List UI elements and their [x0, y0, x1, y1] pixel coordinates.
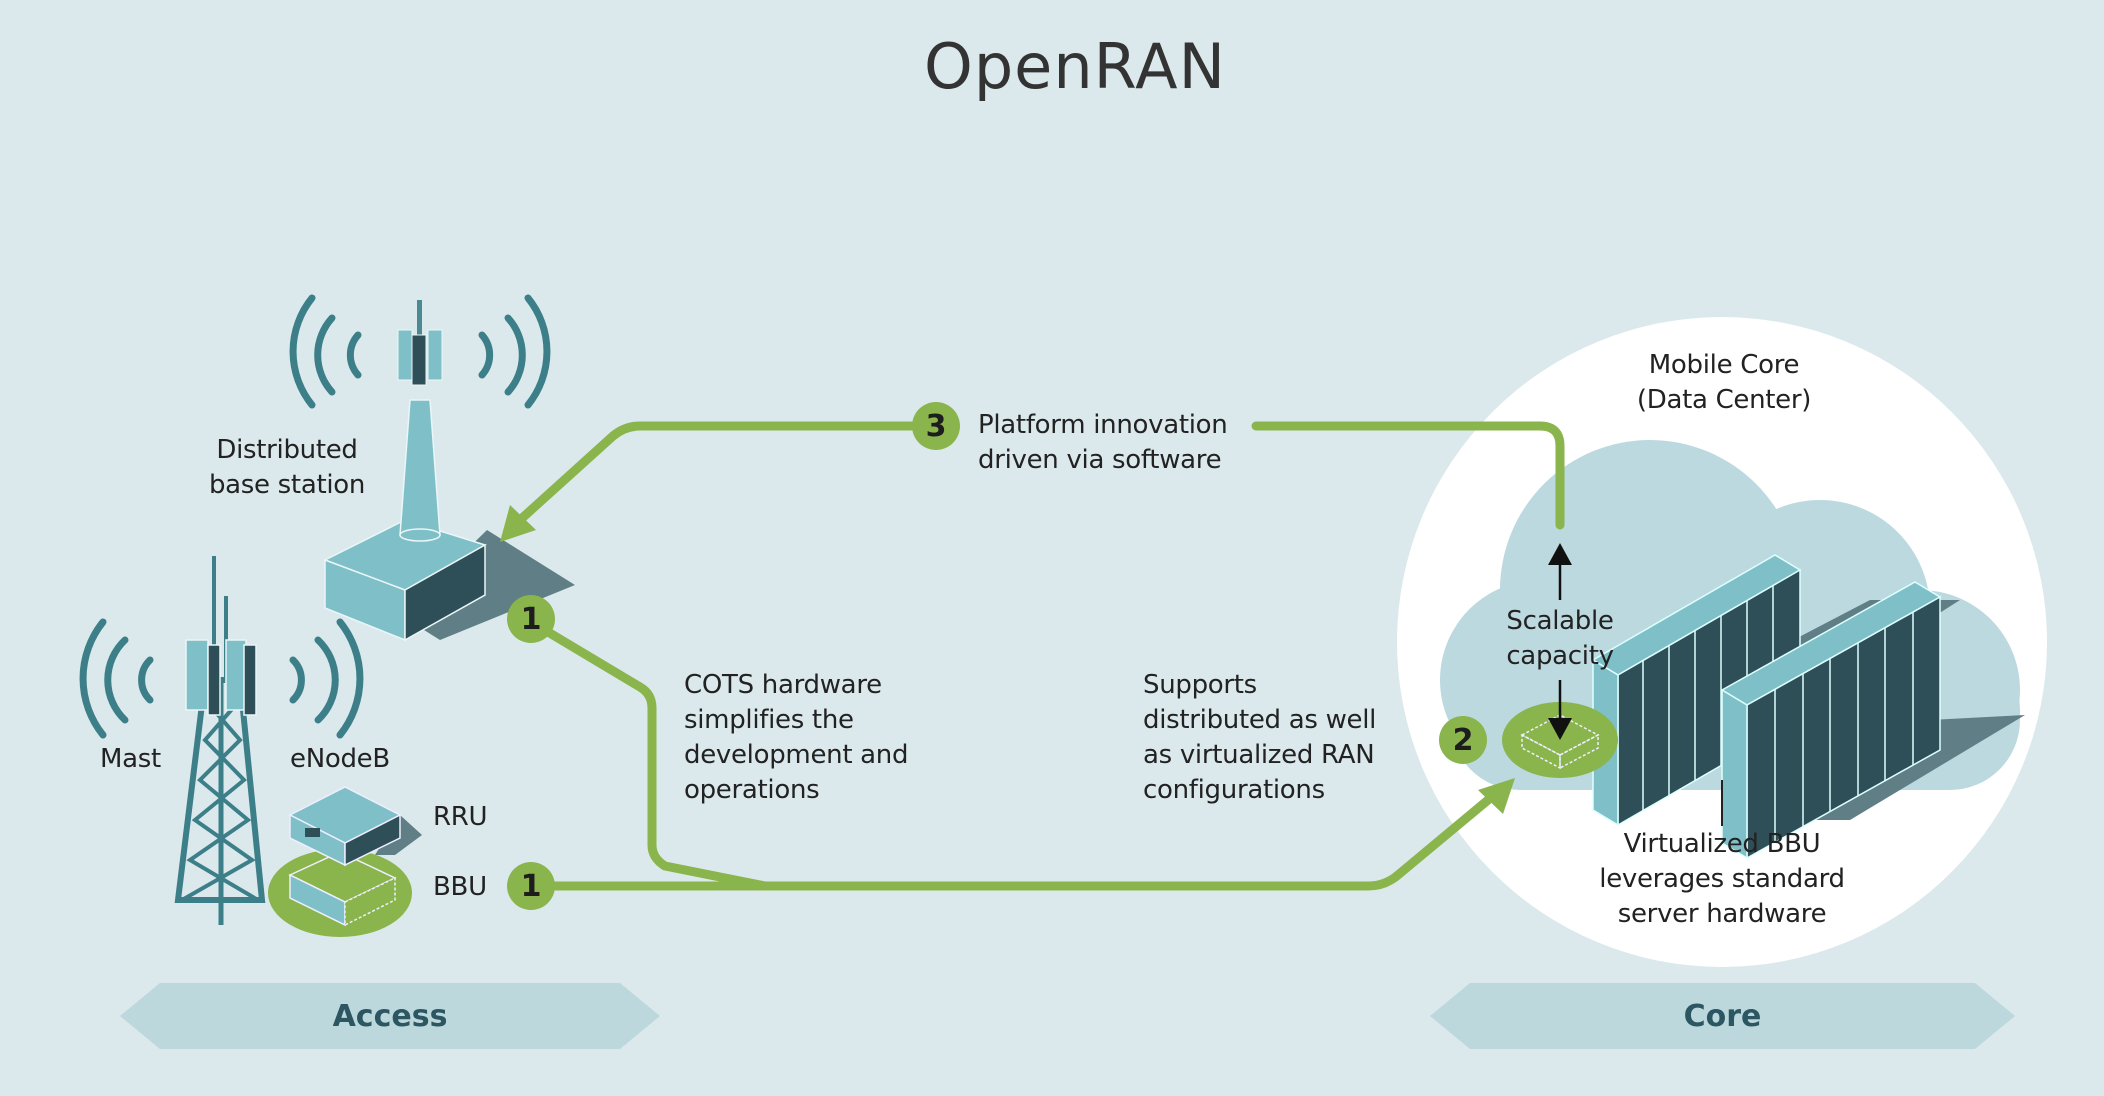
- scalable-capacity-arrows: [1548, 543, 1572, 740]
- banner-shape: [120, 983, 660, 1049]
- rru-unit-icon: [288, 786, 422, 867]
- text-line: development and: [684, 740, 909, 770]
- banner-shape: [1430, 983, 2015, 1049]
- step-badge-3: 3: [912, 402, 960, 450]
- access-banner: Access: [120, 983, 660, 1049]
- text-line: distributed as well: [1143, 705, 1377, 735]
- lattice-mast-icon: [174, 556, 266, 925]
- radio-waves-icon: [289, 294, 551, 409]
- label-line: Virtualized BBU: [1623, 829, 1821, 859]
- text-line: Platform innovation: [978, 410, 1228, 440]
- text-line: Supports: [1143, 670, 1257, 700]
- path-bbu: [550, 795, 1493, 891]
- label-line: (Data Center): [1636, 385, 1812, 415]
- mast-label: Mast: [100, 744, 161, 774]
- step-badge-2: 2: [1439, 716, 1487, 764]
- text-line: COTS hardware: [684, 670, 882, 700]
- label-line: capacity: [1506, 641, 1614, 671]
- scalable-capacity-label: Scalable capacity: [1506, 604, 1614, 674]
- virtualized-bbu-label: Virtualized BBU leverages standard serve…: [1599, 827, 1845, 932]
- text-line: driven via software: [978, 445, 1222, 475]
- rru-label: RRU: [433, 802, 488, 832]
- mobile-core-label: Mobile Core (Data Center): [1636, 348, 1812, 418]
- core-banner-label: Core: [1683, 998, 1762, 1034]
- radio-waves-icon: [79, 618, 364, 739]
- path-cots: [543, 627, 770, 891]
- server-rack-icon: [1720, 581, 1942, 860]
- label-line: base station: [208, 470, 366, 500]
- path-platform-right: [1251, 421, 1565, 530]
- arrowhead-bbu: [1478, 778, 1515, 814]
- cots-hardware-text: COTS hardware simplifies the development…: [684, 668, 909, 808]
- diagram-title: OpenRAN: [924, 30, 1226, 103]
- text-line: operations: [684, 775, 820, 805]
- arrowhead-platform: [500, 505, 536, 542]
- enodeb-label: eNodeB: [290, 744, 390, 774]
- mast-antenna-panels: [185, 639, 257, 716]
- label-line: server hardware: [1617, 899, 1827, 929]
- text-line: as virtualized RAN: [1143, 740, 1375, 770]
- server-rack-icon: [1591, 554, 1802, 827]
- core-banner: Core: [1430, 983, 2015, 1049]
- text-line: simplifies the: [684, 705, 854, 735]
- access-banner-label: Access: [332, 998, 448, 1034]
- cell-tower-icon: [323, 300, 575, 642]
- bbu-unit-icon: [288, 851, 397, 927]
- label-line: leverages standard: [1599, 864, 1845, 894]
- label-line: Scalable: [1506, 606, 1614, 636]
- label-line: Mobile Core: [1648, 350, 1800, 380]
- label-line: Distributed: [216, 435, 358, 465]
- step-badge-1-upper: 1: [507, 595, 555, 643]
- text-line: configurations: [1143, 775, 1325, 805]
- bbu-label: BBU: [433, 872, 487, 902]
- distributed-base-station-label: Distributed base station: [209, 433, 365, 503]
- step-badge-1-lower: 1: [507, 862, 555, 910]
- path-platform-left: [515, 421, 917, 525]
- platform-innovation-text: Platform innovation driven via software: [978, 408, 1228, 478]
- supports-configurations-text: Supports distributed as well as virtuali…: [1143, 668, 1376, 808]
- connector-paths: [515, 421, 1565, 891]
